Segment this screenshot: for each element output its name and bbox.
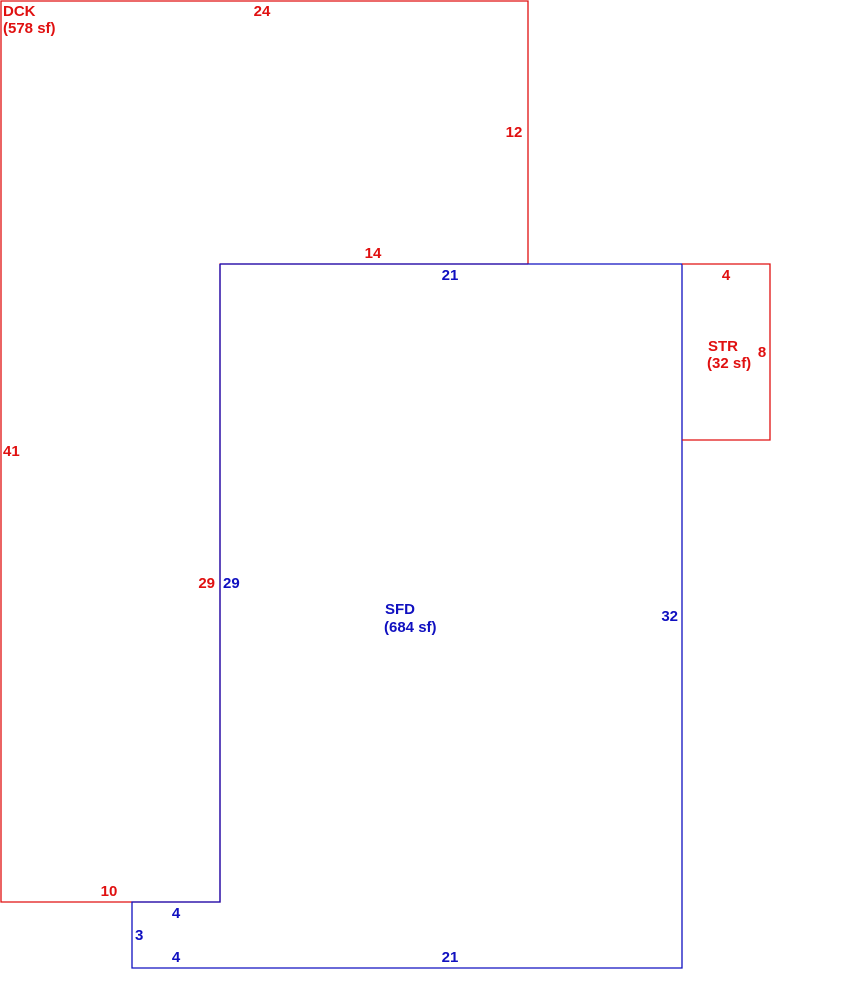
dck-area-code: DCK — [3, 3, 36, 20]
dck-area-size: (578 sf) — [3, 20, 56, 37]
dim-sfd-bottom: 21 — [442, 949, 459, 966]
dim-sfd-notch-left: 3 — [135, 927, 143, 944]
dim-sfd-left: 29 — [223, 575, 240, 592]
dim-dck-right-upper: 12 — [506, 124, 523, 141]
dim-sfd-notch-top: 4 — [172, 905, 181, 922]
str-area-code: STR — [708, 338, 738, 355]
str-area-size: (32 sf) — [707, 355, 751, 372]
dim-str-right: 8 — [758, 344, 766, 361]
dim-dck-inner-left: 29 — [198, 575, 215, 592]
str-outline — [682, 263, 771, 441]
sfd-area-code: SFD — [385, 601, 415, 618]
dim-dck-bottom: 10 — [101, 883, 118, 900]
dck-outline — [0, 0, 529, 903]
dim-sfd-top: 21 — [442, 267, 459, 284]
sfd-area-size: (684 sf) — [384, 619, 437, 636]
dim-sfd-bottom-left: 4 — [172, 949, 181, 966]
dim-str-top: 4 — [722, 267, 731, 284]
dim-dck-left: 41 — [3, 443, 20, 460]
dim-sfd-right: 32 — [661, 608, 678, 625]
dim-dck-inner-top: 14 — [365, 245, 382, 262]
dim-dck-top: 24 — [254, 3, 271, 20]
